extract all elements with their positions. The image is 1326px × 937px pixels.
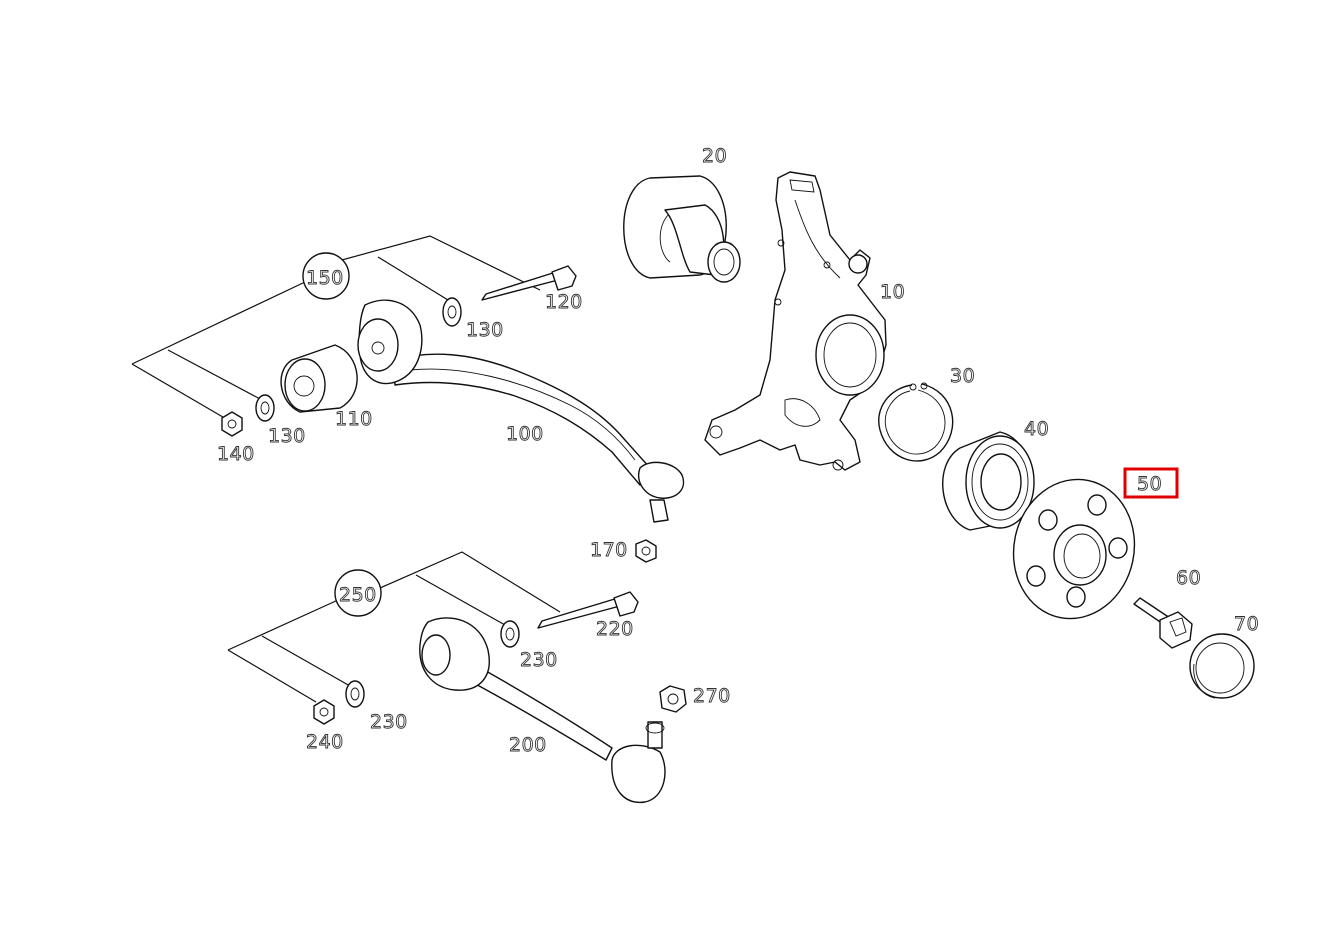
label-170[interactable]: 170 — [590, 539, 628, 562]
label-10[interactable]: 10 — [880, 281, 906, 304]
part-10-steering-knuckle[interactable] — [704, 171, 887, 471]
part-50-wheel-hub[interactable] — [1001, 468, 1147, 630]
label-140[interactable]: 140 — [217, 443, 255, 466]
label-20[interactable]: 20 — [702, 145, 728, 168]
group-150-circle — [302, 252, 350, 300]
part-170-nut[interactable] — [635, 539, 657, 563]
part-30-snap-ring[interactable] — [878, 382, 954, 462]
highlight-box-50 — [1123, 467, 1179, 499]
label-40[interactable]: 40 — [1024, 418, 1050, 441]
label-240[interactable]: 240 — [306, 731, 344, 754]
part-20-bushing[interactable] — [623, 175, 741, 283]
label-230-a[interactable]: 230 — [520, 649, 558, 672]
group-250-leaders — [227, 551, 561, 703]
label-70[interactable]: 70 — [1234, 613, 1260, 636]
part-130-washer-b[interactable] — [255, 394, 275, 422]
part-240-nut[interactable] — [313, 699, 335, 725]
label-220[interactable]: 220 — [596, 618, 634, 641]
label-100[interactable]: 100 — [506, 423, 544, 446]
label-50[interactable]: 50 — [1137, 473, 1163, 496]
label-250[interactable]: 250 — [339, 584, 377, 607]
label-120[interactable]: 120 — [545, 291, 583, 314]
label-130-b[interactable]: 130 — [268, 425, 306, 448]
part-270-nut[interactable] — [659, 685, 687, 713]
part-70-dust-cap[interactable] — [1189, 633, 1255, 699]
label-30[interactable]: 30 — [950, 365, 976, 388]
part-60-wheel-bolt[interactable] — [1133, 597, 1193, 649]
label-60[interactable]: 60 — [1176, 567, 1202, 590]
part-200-lower-arm[interactable] — [419, 617, 666, 804]
label-270[interactable]: 270 — [693, 685, 731, 708]
group-250-circle — [334, 569, 382, 617]
group-150-leaders — [131, 235, 541, 421]
label-200[interactable]: 200 — [509, 734, 547, 757]
part-130-washer-a[interactable] — [442, 297, 462, 327]
label-150[interactable]: 150 — [306, 267, 344, 290]
label-130-a[interactable]: 130 — [466, 319, 504, 342]
part-220-bolt[interactable] — [537, 591, 639, 629]
label-230-b[interactable]: 230 — [370, 711, 408, 734]
part-230-washer-b[interactable] — [345, 680, 365, 708]
part-40-wheel-bearing[interactable] — [942, 431, 1035, 531]
part-140-nut[interactable] — [221, 411, 243, 437]
label-110[interactable]: 110 — [335, 408, 373, 431]
part-110-bushing[interactable] — [280, 344, 358, 413]
part-230-washer-a[interactable] — [500, 620, 520, 648]
part-120-bolt[interactable] — [481, 265, 577, 301]
part-100-control-arm[interactable] — [357, 299, 685, 523]
